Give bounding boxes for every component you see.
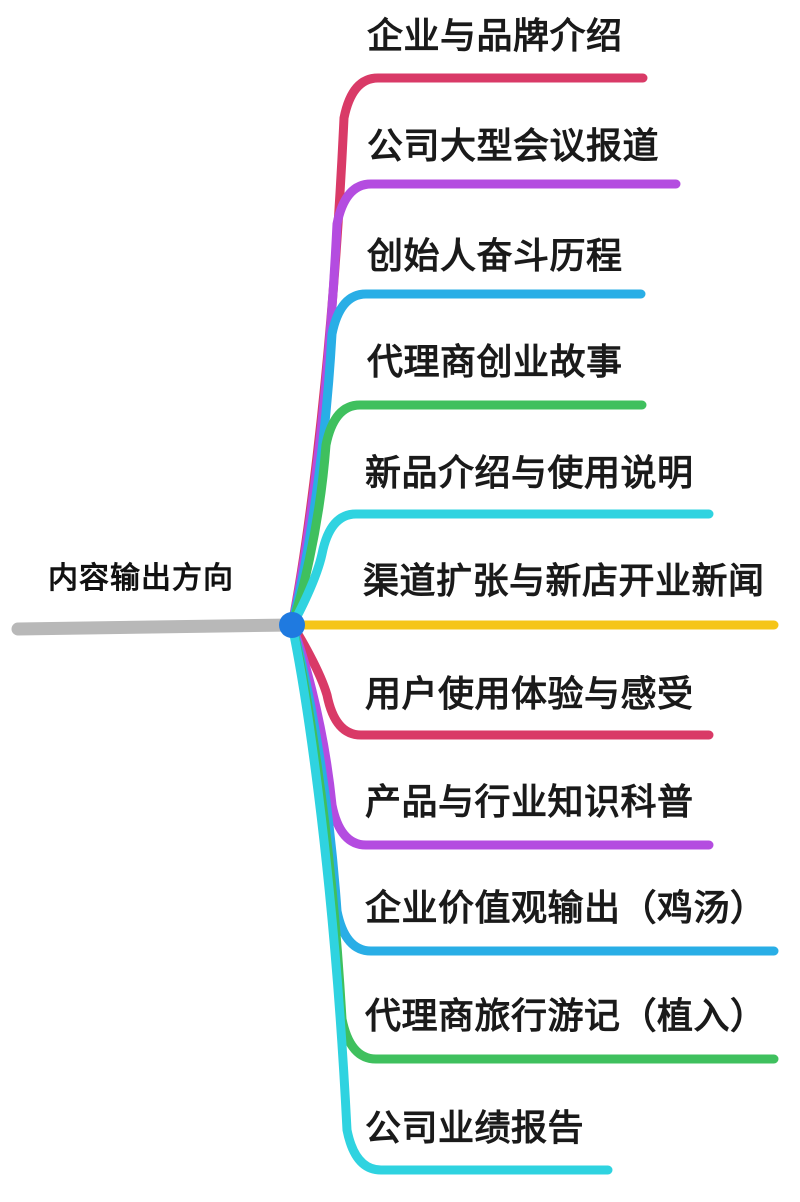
branch-label[interactable]: 代理商旅行游记（植入） — [365, 995, 767, 1036]
center-node-dot[interactable] — [279, 612, 305, 638]
branch-connector[interactable] — [287, 509, 714, 630]
root-stem — [11, 618, 299, 636]
branch-label[interactable]: 创始人奋斗历程 — [367, 235, 623, 276]
branch-label[interactable]: 公司业绩报告 — [365, 1107, 585, 1148]
branch-label[interactable]: 产品与行业知识科普 — [365, 781, 694, 822]
branch-connector[interactable] — [287, 400, 647, 630]
branch-label[interactable]: 企业与品牌介绍 — [367, 15, 623, 56]
branch-lines — [287, 73, 779, 1175]
branch-label[interactable]: 公司大型会议报道 — [367, 125, 660, 166]
branch-label[interactable]: 企业价值观输出（鸡汤） — [365, 887, 767, 928]
branch-label[interactable]: 代理商创业故事 — [367, 341, 623, 382]
branch-connector[interactable] — [287, 620, 613, 1175]
root-stem-line — [11, 618, 299, 636]
root-label[interactable]: 内容输出方向 — [48, 562, 234, 595]
branch-label[interactable]: 新品介绍与使用说明 — [365, 452, 694, 493]
branch-label[interactable]: 渠道扩张与新店开业新闻 — [363, 560, 765, 601]
branch-label[interactable]: 用户使用体验与感受 — [365, 673, 694, 714]
